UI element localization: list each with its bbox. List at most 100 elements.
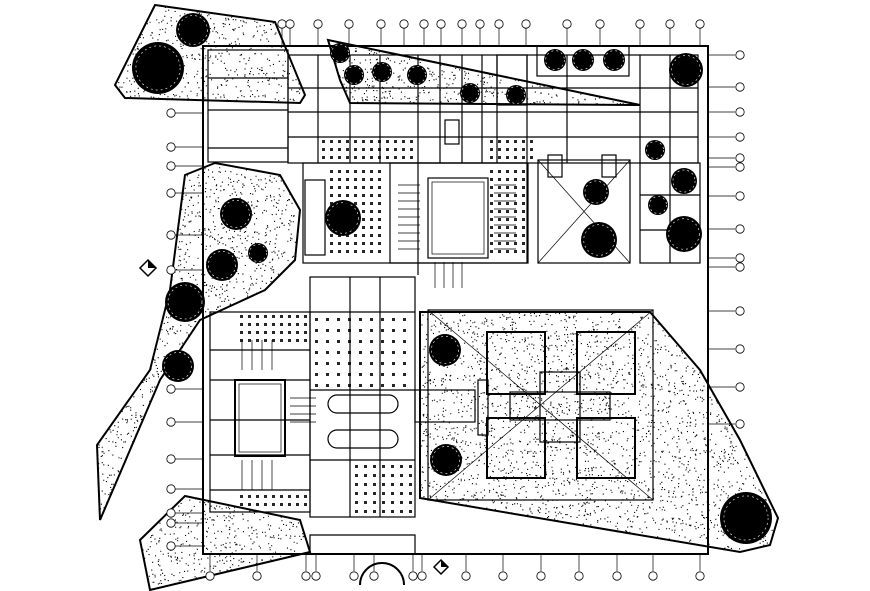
paving-north — [322, 140, 413, 159]
tree-16 — [648, 195, 668, 215]
tree-1 — [132, 42, 184, 94]
axis-bubble-top-12 — [521, 19, 531, 29]
tree-2 — [176, 13, 210, 47]
axis-bubble-top-15 — [635, 19, 645, 29]
benches-west-mid — [290, 397, 316, 423]
axis-bubble-top-7 — [419, 19, 429, 29]
axis-bubble-left-5 — [166, 230, 176, 240]
axis-bubble-right-14 — [735, 419, 745, 429]
tree-26 — [430, 444, 462, 476]
tree-6 — [407, 65, 427, 85]
axis-bubble-bottom-5 — [349, 571, 359, 581]
tree-17 — [581, 222, 617, 258]
entrance-arc — [359, 562, 405, 586]
axis-bubble-right-7 — [735, 191, 745, 201]
landscape-zone-right — [419, 311, 780, 554]
tree-9 — [544, 49, 566, 71]
tree-7 — [460, 83, 480, 103]
axis-bubble-bottom-4 — [311, 571, 321, 581]
tree-15 — [671, 168, 697, 194]
tree-14 — [583, 179, 609, 205]
axis-bubble-bottom-8 — [417, 571, 427, 581]
paving-pattern-layer — [240, 140, 533, 513]
paving-south-strip — [240, 495, 307, 506]
axis-bubble-left-12 — [166, 518, 176, 528]
tree-12 — [669, 53, 703, 87]
benches-west-north — [241, 340, 273, 370]
tree-10 — [572, 49, 594, 71]
stipple-dots — [98, 6, 778, 590]
landscape-zone-bottom-left — [138, 494, 312, 591]
axis-bubble-left-3 — [166, 161, 176, 171]
axis-bubble-left-6 — [166, 265, 176, 275]
axis-bubble-bottom-1 — [205, 571, 215, 581]
tree-20 — [220, 198, 252, 230]
axis-bubble-right-12 — [735, 344, 745, 354]
benches-center-right — [494, 184, 516, 250]
paving-west-plaza — [315, 318, 406, 387]
paving-south-plaza — [355, 465, 412, 513]
axis-bubble-top-16 — [665, 19, 675, 29]
axis-bubble-right-5 — [735, 153, 745, 163]
tree-18 — [666, 216, 702, 252]
axis-bubble-top-3 — [313, 19, 323, 29]
axis-bubble-bottom-11 — [536, 571, 546, 581]
axis-bubble-bottom-2 — [252, 571, 262, 581]
paving-court-west — [330, 170, 381, 253]
tree-23 — [165, 282, 205, 322]
axis-bubble-top-5 — [376, 19, 386, 29]
axis-bubble-bottom-10 — [498, 571, 508, 581]
benches-west-south — [241, 460, 273, 490]
axis-bubble-right-1 — [735, 50, 745, 60]
axis-bubble-right-13 — [735, 382, 745, 392]
axis-bubble-top-13 — [562, 19, 572, 29]
axis-bubble-bottom-6 — [369, 571, 379, 581]
axis-bubble-top-8 — [436, 19, 446, 29]
tree-24 — [162, 350, 194, 382]
axis-bubble-left-13 — [166, 541, 176, 551]
axis-bubble-top-1 — [277, 19, 287, 29]
tree-13 — [645, 140, 665, 160]
axis-bubble-right-3 — [735, 107, 745, 117]
axis-bubble-left-4 — [166, 188, 176, 198]
axis-bubble-top-10 — [475, 19, 485, 29]
landscape-zone-left — [95, 161, 302, 521]
axis-bubble-top-14 — [595, 19, 605, 29]
axis-bubble-bottom-9 — [461, 571, 471, 581]
paving-court-east — [490, 170, 525, 253]
axis-bubble-right-9 — [735, 253, 745, 263]
axis-bubble-bottom-15 — [695, 571, 705, 581]
tree-25 — [429, 334, 461, 366]
axis-bubble-top-9 — [457, 19, 467, 29]
tree-5 — [372, 62, 392, 82]
axis-bubble-left-11 — [166, 508, 176, 518]
tree-11 — [603, 49, 625, 71]
landscape-zone-top-left — [113, 3, 307, 105]
axis-bubble-right-8 — [735, 224, 745, 234]
axis-bubble-bottom-12 — [574, 571, 584, 581]
axis-bubble-left-1 — [166, 108, 176, 118]
axis-bubble-top-17 — [695, 19, 705, 29]
axis-bubble-left-8 — [166, 417, 176, 427]
benches-center-left — [398, 184, 420, 250]
tree-layer — [132, 13, 772, 544]
central-block — [302, 119, 701, 264]
stipple-layer — [98, 6, 778, 590]
axis-bubble-left-2 — [166, 142, 176, 152]
tree-3 — [330, 43, 350, 63]
benches-center-south — [434, 262, 463, 288]
section-marker-left — [138, 258, 158, 278]
east-building — [427, 309, 654, 501]
axis-bubble-top-11 — [494, 19, 504, 29]
section-marker-bottom — [432, 558, 450, 576]
axis-bubble-right-11 — [735, 306, 745, 316]
planter-ellipses — [327, 394, 399, 449]
tree-22 — [248, 243, 268, 263]
axis-bubble-bottom-14 — [648, 571, 658, 581]
tree-27 — [720, 492, 772, 544]
axis-bubble-right-6 — [735, 162, 745, 172]
axis-bubble-bottom-7 — [408, 571, 418, 581]
axis-bubble-bottom-13 — [612, 571, 622, 581]
axis-bubble-top-2 — [285, 19, 295, 29]
